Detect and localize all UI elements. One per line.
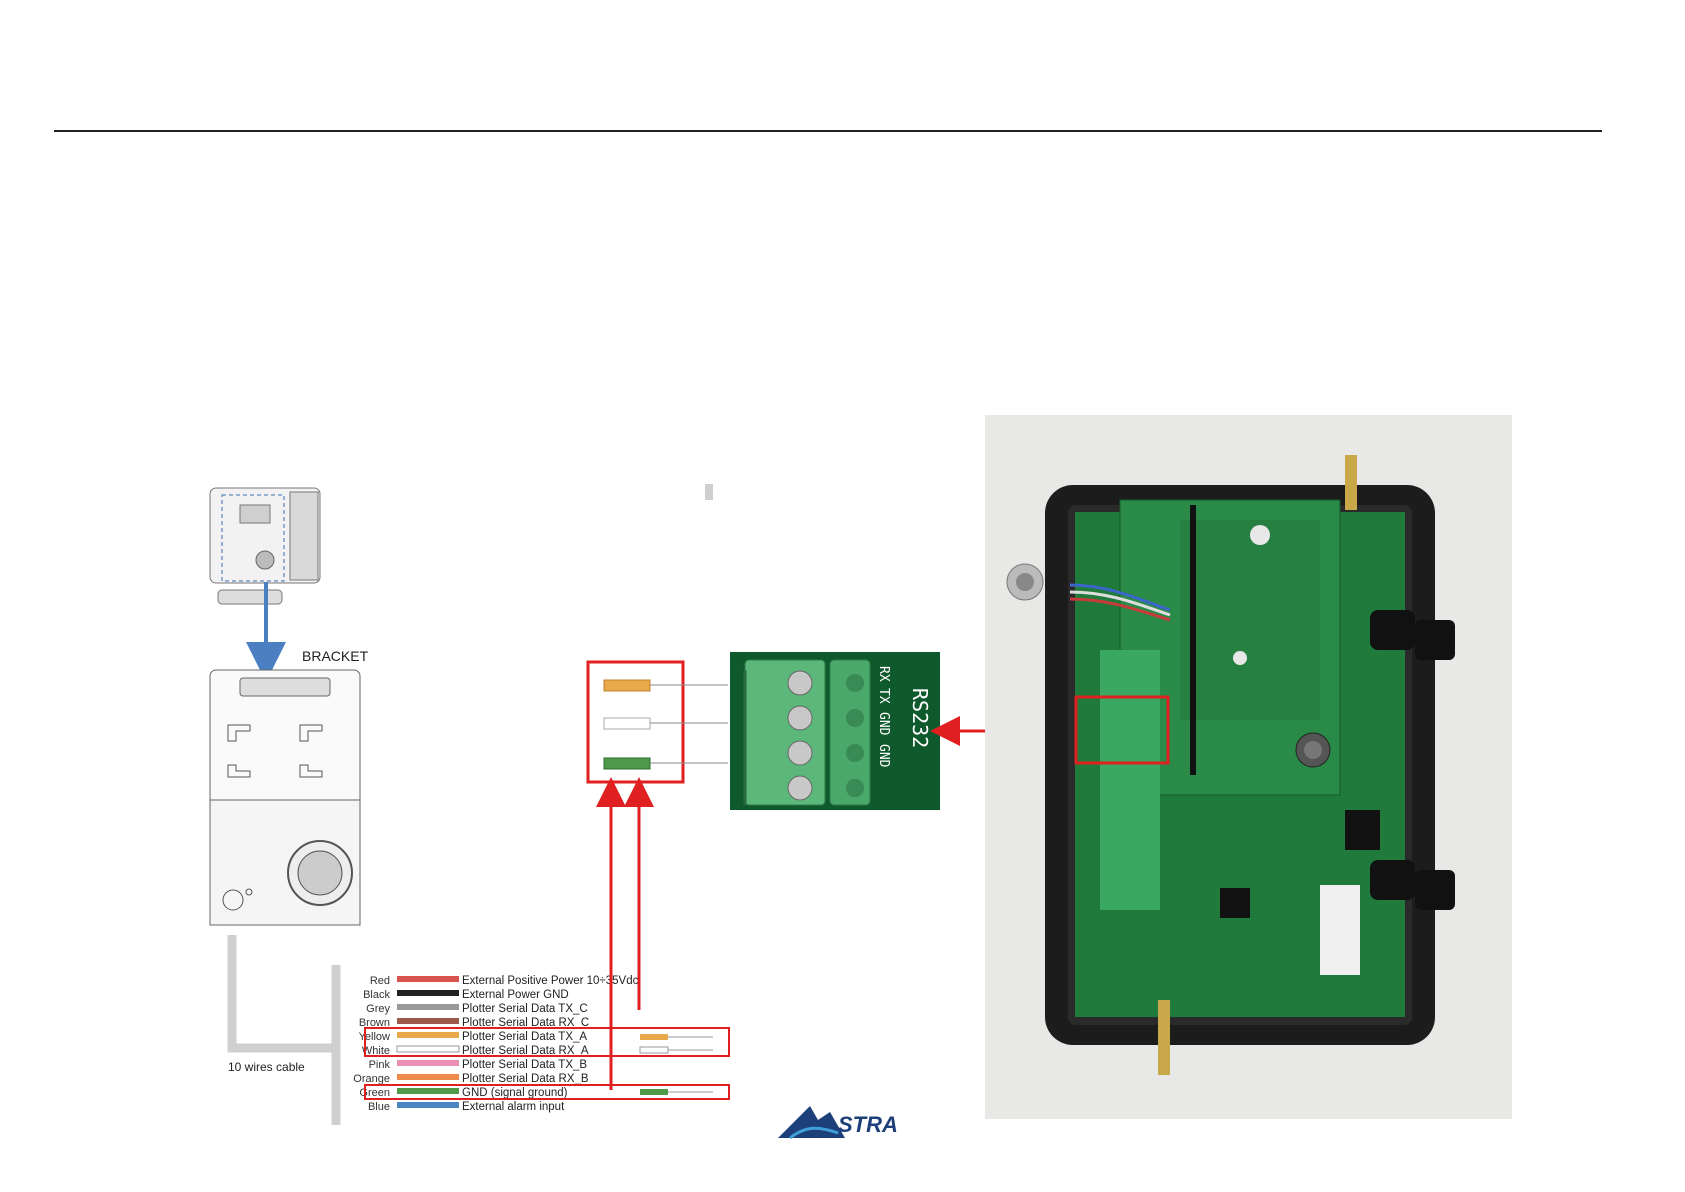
wire-description: Plotter Serial Data TX_C <box>462 1003 588 1015</box>
wire-row: Blue External alarm input <box>368 1101 565 1113</box>
wire-color-name: Grey <box>366 1003 390 1015</box>
rs232-terminal-closeup <box>730 652 940 810</box>
wire-color-name: Red <box>370 975 390 987</box>
bracket-illustration <box>209 669 361 926</box>
wire-color-name: Orange <box>353 1073 390 1085</box>
wire-color-name: Brown <box>359 1017 390 1029</box>
wire-color-name: Pink <box>369 1059 391 1071</box>
small-grey-marker <box>705 484 713 500</box>
wire-color-name: Yellow <box>359 1031 390 1043</box>
wire-color-swatch <box>397 990 459 996</box>
wire-row: Black External Power GND <box>363 989 569 1001</box>
wire-color-swatch <box>396 1045 460 1053</box>
wire-row: Red External Positive Power 10÷35Vdc <box>370 975 639 987</box>
rs232-pin-gnd-2: GND <box>876 744 891 768</box>
cable-label: 10 wires cable <box>228 1060 305 1074</box>
tx-rx-a-highlight <box>364 1027 730 1057</box>
closeup-green-wire <box>603 757 728 770</box>
wire-color-swatch <box>397 1088 459 1094</box>
wire-description: Plotter Serial Data TX_A <box>462 1031 587 1043</box>
rs232-pin-tx: TX <box>876 688 891 704</box>
rs232-title: RS232 <box>908 688 932 748</box>
wire-color-swatch <box>397 1004 459 1010</box>
wire-color-swatch <box>397 1060 459 1066</box>
wire-color-name: Green <box>359 1087 390 1099</box>
rs232-pin-rx: RX <box>876 666 891 682</box>
wire-description: External alarm input <box>462 1101 565 1113</box>
wire-description: Plotter Serial Data RX_A <box>462 1045 589 1057</box>
wire-color-swatch <box>397 1018 459 1024</box>
wire-row: Green GND (signal ground) <box>359 1087 567 1099</box>
wire-description: Plotter Serial Data RX_C <box>462 1017 589 1029</box>
wire-row: Yellow Plotter Serial Data TX_A <box>359 1031 588 1043</box>
rs232-pin-gnd-1: GND <box>876 712 891 736</box>
wire-description: Plotter Serial Data TX_B <box>462 1059 587 1071</box>
wire-description: External Power GND <box>462 989 569 1001</box>
closeup-yellow-wire <box>603 679 728 692</box>
wire-row: Orange Plotter Serial Data RX_B <box>353 1073 589 1085</box>
wire-description: Plotter Serial Data RX_B <box>462 1073 589 1085</box>
astra-logo <box>778 1106 845 1140</box>
wire-color-swatch <box>397 976 459 982</box>
plotter-illustration <box>209 487 321 605</box>
rx-a-wire-stub <box>639 1046 713 1054</box>
wire-color-swatch <box>397 1102 459 1108</box>
wire-color-name: Blue <box>368 1101 390 1113</box>
wire-row: Brown Plotter Serial Data RX_C <box>359 1017 589 1029</box>
bracket-label: BRACKET <box>302 648 369 664</box>
gnd-wire-stub <box>640 1089 713 1095</box>
wire-color-name: Black <box>363 989 390 1001</box>
wire-row: White Plotter Serial Data RX_A <box>362 1045 589 1057</box>
closeup-white-wire <box>603 717 728 730</box>
astra-logo-text: STRA <box>838 1112 898 1137</box>
cable <box>227 935 341 1125</box>
tx-a-wire-stub <box>640 1034 713 1040</box>
wire-legend: Red External Positive Power 10÷35VdcBlack… <box>353 975 638 1113</box>
wire-description: GND (signal ground) <box>462 1087 568 1099</box>
gnd-highlight <box>364 1084 730 1100</box>
wire-color-swatch <box>397 1074 459 1080</box>
wire-color-name: White <box>362 1045 390 1057</box>
wire-row: Pink Plotter Serial Data TX_B <box>369 1059 588 1071</box>
wire-description: External Positive Power 10÷35Vdc <box>462 975 639 987</box>
rs232-board-highlight <box>1074 695 1170 765</box>
wire-color-swatch <box>397 1032 459 1038</box>
device-photo <box>985 415 1512 1119</box>
wire-row: Grey Plotter Serial Data TX_C <box>366 1003 588 1015</box>
header-divider <box>54 130 1602 132</box>
